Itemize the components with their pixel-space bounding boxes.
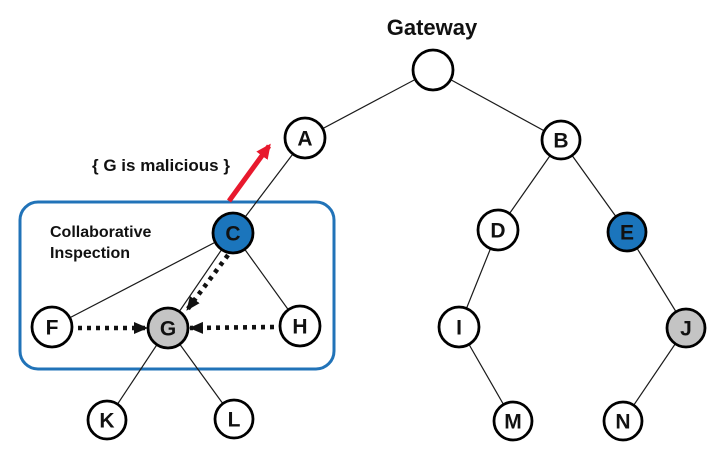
node-gateway: [411, 48, 455, 92]
node-L: [213, 398, 255, 440]
node-M: [492, 400, 534, 442]
dotted-arrow-H-to-G: [189, 321, 275, 334]
inspection-label-line2: Inspection: [50, 245, 130, 262]
inspection-label-line1: Collaborative: [50, 224, 151, 241]
gateway-title: Gateway: [387, 15, 478, 40]
node-J: [665, 307, 707, 349]
node-H: [278, 304, 322, 348]
node-D: [476, 208, 520, 252]
node-I: [437, 305, 481, 349]
node-E: [606, 211, 648, 253]
node-N: [602, 400, 644, 442]
node-A: [283, 116, 327, 160]
edge-gateway-A: [304, 69, 434, 139]
dotted-arrows-layer: [78, 253, 275, 334]
node-K: [86, 399, 128, 441]
edge-C-F: [51, 232, 234, 328]
dotted-arrow-C-to-G: [185, 253, 230, 312]
malicious-annotation: { G is malicious }: [92, 156, 230, 175]
red-arrow-C-report-to-A: [226, 143, 272, 203]
edge-gateway-B: [432, 69, 562, 141]
node-F: [30, 305, 74, 349]
node-C: [211, 211, 255, 255]
node-G: [146, 306, 190, 350]
red-arrow-layer: [226, 143, 272, 203]
node-B: [540, 119, 582, 161]
collaborative-inspection-box: [18, 200, 336, 371]
